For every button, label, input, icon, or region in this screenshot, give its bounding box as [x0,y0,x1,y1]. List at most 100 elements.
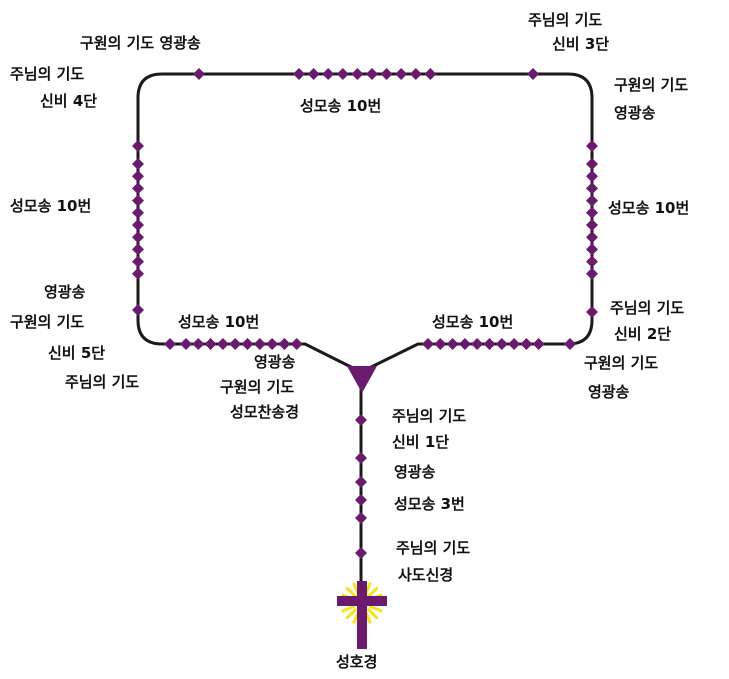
bead-bottom-right-hail-mary [508,338,521,350]
label-center-save: 구원의 기도 [220,378,295,396]
label-mystery1-prayer: 주님의 기도 [392,407,467,425]
bead-top-hail-mary [322,68,335,80]
bead-left-hail-mary [132,267,144,280]
bead-bottom-right-hail-mary [520,338,533,350]
bead-bottom-right-hail-mary [458,338,471,350]
bead-left-hail-mary [132,255,144,268]
bead-top-hail-mary [424,68,437,80]
bead-bottom-right-hail-mary [422,338,434,350]
label-mystery4-num: 신비 4단 [40,92,98,110]
bead-bottom-left-hail-mary [241,338,254,350]
bead-bottom-left-hail-mary [180,338,192,350]
bead-left-mystery4 [132,140,144,152]
bead-left-save [132,304,144,316]
label-mystery1-num: 신비 1단 [392,433,450,451]
bead-stem-hail-mary-1 [355,476,367,488]
bead-right-save [586,140,598,152]
bead-left-hail-mary [132,243,144,256]
halo-ray [366,586,379,599]
bead-left-hail-mary [132,158,144,170]
bead-left-hail-mary [132,219,144,231]
bead-bottom-left-hail-mary [266,338,279,350]
label-mystery3-num: 신비 3단 [552,35,610,53]
bead-top-hail-mary [293,68,305,80]
label-right-bottom-save: 구원의 기도 [584,354,659,372]
bead-bottom-left-hail-mary [229,338,242,350]
label-mystery3-prayer: 주님의 기도 [528,11,603,29]
halo-ray [345,586,358,599]
bead-bottom-left-hail-mary [290,338,303,350]
bead-left-hail-mary [132,231,144,244]
bead-stem-glory [355,452,367,464]
label-left-save: 구원의 기도 [10,313,85,331]
bead-top-save [193,68,205,80]
bead-stem-mystery1 [355,414,367,426]
crucifix-vertical [357,581,367,649]
bead-right-hail-mary [586,231,598,244]
bead-right-hail-mary [586,158,598,170]
bead-right-hail-mary [586,243,598,256]
halo-ray [341,604,356,613]
label-right-hail-mary: 성모송 10번 [608,199,690,217]
bead-right-hail-mary [586,182,598,195]
label-mystery2-num: 신비 2단 [614,325,672,343]
bead-right-hail-mary [586,194,598,207]
bead-bottom-right-hail-mary [532,338,545,350]
bead-right-hail-mary [586,255,598,268]
bead-bottom-left-hail-mary [204,338,217,350]
bead-right-hail-mary [586,206,598,219]
bead-bottom-left-hail-mary [278,338,291,350]
bead-bottom-left-mystery5 [164,338,176,350]
label-right-top-glory: 영광송 [614,104,656,122]
bead-bottom-right-hail-mary [471,338,484,350]
bead-bottom-right-hail-mary [495,338,508,350]
halo-ray [345,607,358,620]
bead-bottom-right-hail-mary [434,338,447,350]
label-creed: 사도신경 [398,566,454,584]
chain-loop [136,72,594,374]
label-left-lords-prayer: 주님의 기도 [65,373,140,391]
halo-ray [366,607,379,620]
bead-bottom-left-hail-mary [192,338,205,350]
bead-right-hail-mary [586,219,598,231]
bead-top-hail-mary [336,68,349,80]
bead-left-hail-mary [132,170,144,183]
bead-right-hail-mary [586,170,598,183]
bead-top-hail-mary [366,68,378,80]
label-right-bottom-glory: 영광송 [588,383,630,401]
label-mystery5-num: 신비 5단 [48,344,106,362]
bead-bottom-left-hail-mary [216,338,229,350]
label-right-top-save: 구원의 기도 [614,76,689,94]
bead-top-mystery3 [527,68,539,80]
bead-left-hail-mary [132,182,144,195]
label-top-hail-mary: 성모송 10번 [300,97,382,115]
label-top-save-glory: 구원의 기도 영광송 [80,34,201,52]
bead-bottom-left-hail-mary [253,338,266,350]
label-mystery4-prayer: 주님의 기도 [10,65,85,83]
bead-right-mystery2 [586,306,598,318]
centerpiece-triangle [347,366,377,393]
label-center-glory: 영광송 [254,353,296,371]
label-stem-hail-mary3: 성모송 3번 [394,495,465,513]
bead-top-hail-mary [395,68,408,80]
label-center-salve: 성모찬송경 [230,403,300,421]
bead-top-hail-mary [351,68,364,80]
label-stem-glory: 영광송 [394,463,436,481]
bead-top-hail-mary [307,68,320,80]
bead-stem-lords-prayer [355,547,367,559]
crucifix-horizontal [337,596,387,606]
bead-left-hail-mary [132,206,144,219]
label-left-glory: 영광송 [44,283,86,301]
label-bottom-left-hail-mary: 성모송 10번 [178,313,260,331]
bead-bottom-right-hail-mary [446,338,459,350]
label-sign-of-cross: 성호경 [336,653,378,671]
bead-stem-hail-mary-3 [355,512,367,524]
label-mystery2-prayer: 주님의 기도 [610,299,685,317]
bead-top-hail-mary [409,68,422,80]
bead-top-hail-mary [380,68,393,80]
halo-ray [368,604,383,613]
bead-bottom-right-hail-mary [483,338,496,350]
bead-stem-hail-mary-2 [355,494,367,506]
